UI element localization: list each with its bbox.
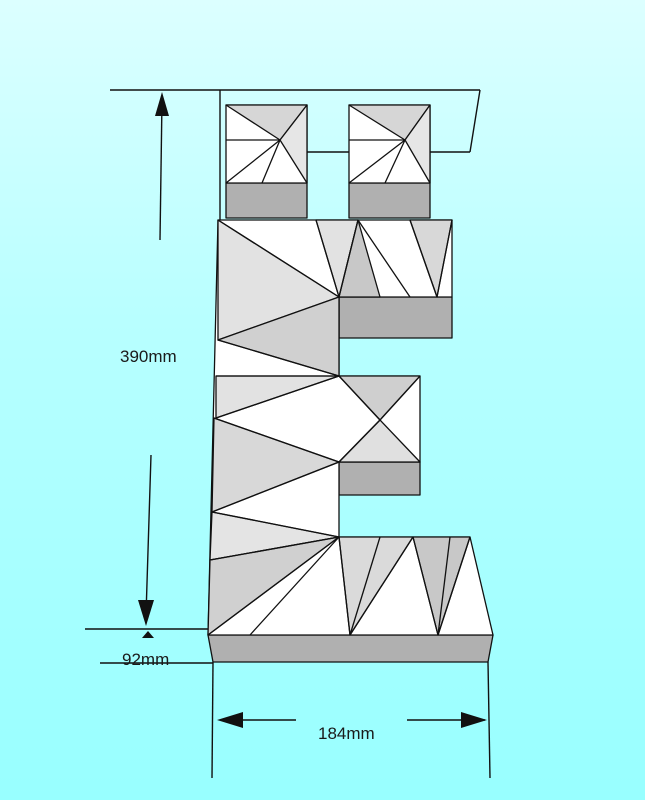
arrow-up-small-icon (142, 631, 154, 638)
dimension-arrowheads (138, 92, 487, 728)
arrow-up-icon (155, 92, 169, 116)
width-dimension-label: 184mm (318, 724, 375, 743)
arrow-left-icon (217, 712, 243, 728)
height-dimension-label: 390mm (120, 347, 177, 366)
arrow-right-icon (461, 712, 487, 728)
arrow-down-icon (138, 600, 154, 626)
depth-dimension-label: 92mm (122, 650, 170, 669)
letter-e-model (207, 104, 494, 663)
